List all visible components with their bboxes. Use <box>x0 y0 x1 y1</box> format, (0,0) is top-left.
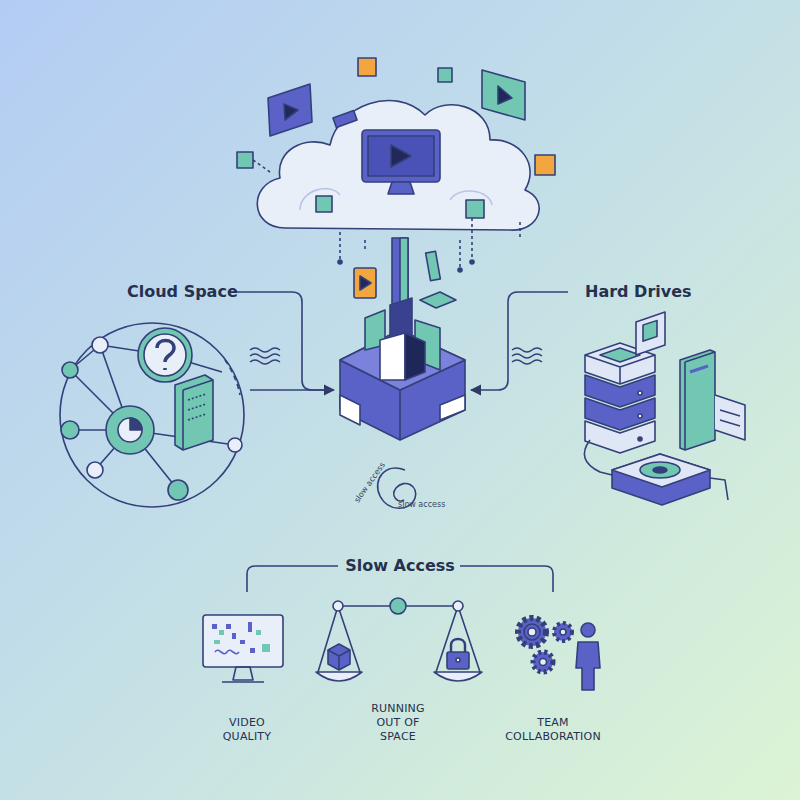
item-caption: RUNNING OUT OF SPACE <box>361 702 435 744</box>
section-label: Hard Drives <box>582 282 695 301</box>
curved-note: slow access <box>352 461 387 505</box>
item-caption: TEAM COLLABORATION <box>498 716 608 744</box>
item-caption: VIDEO QUALITY <box>212 716 282 744</box>
curved-note: slow access <box>398 500 445 509</box>
group-heading: Slow Access <box>342 556 458 575</box>
section-label: Cloud Space <box>124 282 241 301</box>
